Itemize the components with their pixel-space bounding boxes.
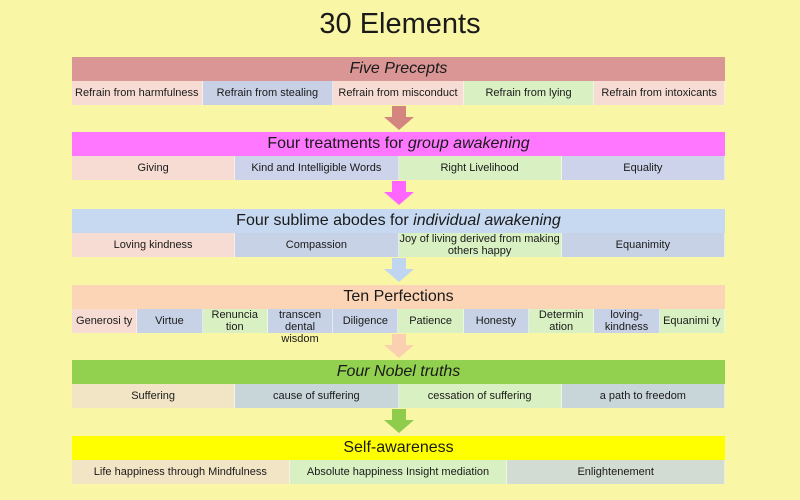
diagram-title: 30 Elements: [319, 8, 481, 40]
element-item: Virtue: [137, 309, 203, 333]
element-item: Honesty: [463, 309, 530, 333]
element-item: Patience: [398, 309, 464, 333]
section-title-italic: group awakening: [407, 135, 530, 152]
section: Four sublime abodes for individual awake…: [72, 209, 725, 257]
section-title-italic: Four Nobel truths: [336, 363, 461, 380]
element-item: Giving: [72, 156, 236, 180]
element-item: Renuncia tion: [202, 309, 268, 333]
element-item: Refrain from harmfulness: [72, 81, 203, 105]
section-header: Five Precepts: [72, 57, 725, 81]
down-arrow-icon: [384, 409, 414, 433]
section-header: Self-awareness: [72, 436, 725, 460]
element-item: Generosi ty: [72, 309, 138, 333]
section-header: Four treatments for group awakening: [72, 132, 725, 156]
element-item: Determin ation: [529, 309, 595, 333]
element-item: cessation of suffering: [398, 384, 562, 408]
element-item: Refrain from misconduct: [333, 81, 464, 105]
section-title: Ten Perfections: [343, 288, 454, 305]
down-arrow-icon: [384, 334, 414, 358]
element-item: Enlightenement: [507, 460, 726, 484]
element-item: Refrain from intoxicants: [594, 81, 725, 105]
element-item: Absolute happiness Insight mediation: [289, 460, 508, 484]
element-item: Right Livelihood: [398, 156, 562, 180]
element-item: Life happiness through Mindfulness: [72, 460, 290, 484]
element-item: Compassion: [235, 233, 399, 257]
element-item: Equanimity: [561, 233, 725, 257]
element-item: cause of suffering: [235, 384, 399, 408]
section-header: Four Nobel truths: [72, 360, 725, 384]
element-item: Loving kindness: [72, 233, 236, 257]
down-arrow-icon: [384, 106, 414, 130]
section-title: Self-awareness: [343, 439, 454, 456]
section-header: Four sublime abodes for individual awake…: [72, 209, 725, 233]
section-title-italic: individual awakening: [413, 212, 561, 229]
element-item: loving-kindness: [594, 309, 660, 333]
section-title-italic: Five Precepts: [349, 60, 448, 77]
down-arrow-icon: [384, 258, 414, 282]
element-item: Equality: [561, 156, 725, 180]
element-item: Suffering: [72, 384, 236, 408]
section-title: Four treatments for: [267, 135, 408, 152]
down-arrow-icon: [384, 181, 414, 205]
element-item: Equanimi ty: [659, 309, 725, 333]
element-item: transcen dental wisdom: [267, 309, 334, 345]
section-title: Four sublime abodes for: [236, 212, 414, 229]
element-item: Kind and Intelligible Words: [235, 156, 399, 180]
element-item: Joy of living derived from making others…: [398, 233, 562, 257]
section-header: Ten Perfections: [72, 285, 725, 309]
element-item: Refrain from stealing: [202, 81, 334, 105]
element-item: Diligence: [333, 309, 399, 333]
element-item: Refrain from lying: [463, 81, 595, 105]
element-item: a path to freedom: [561, 384, 725, 408]
